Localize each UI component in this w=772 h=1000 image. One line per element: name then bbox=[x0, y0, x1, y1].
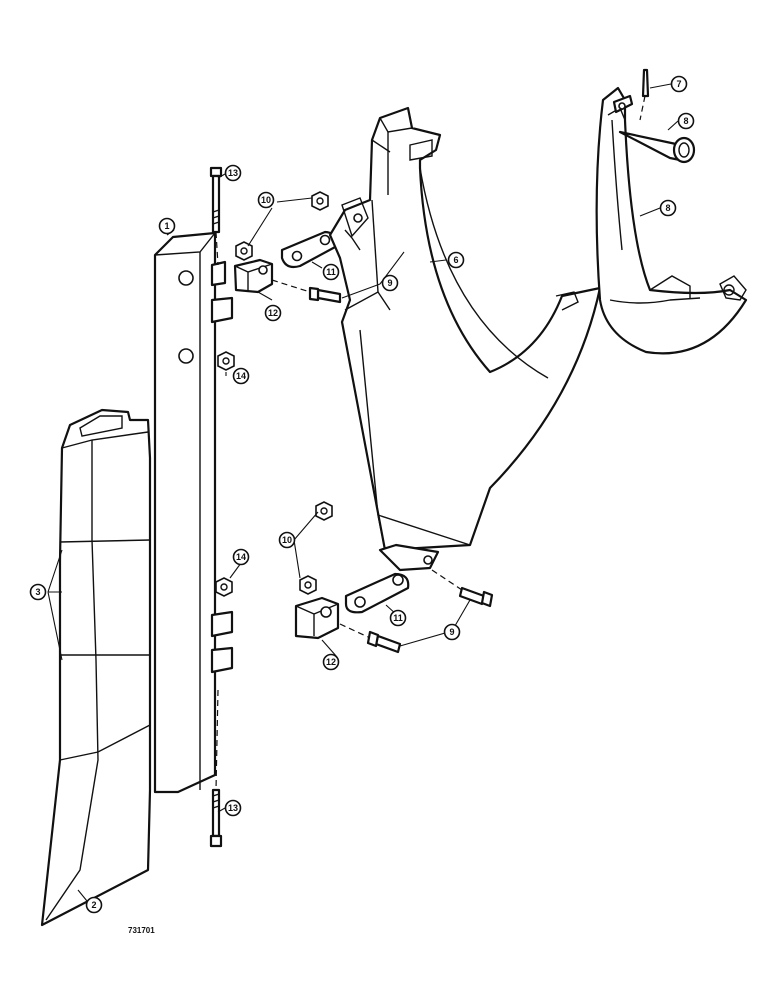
svg-text:9: 9 bbox=[387, 278, 392, 288]
svg-text:3: 3 bbox=[35, 587, 40, 597]
callout-13-lower: 13 bbox=[224, 799, 242, 817]
svg-text:10: 10 bbox=[261, 195, 271, 205]
svg-text:11: 11 bbox=[326, 267, 336, 277]
upper-bolt-b bbox=[271, 279, 342, 304]
svg-text:14: 14 bbox=[236, 371, 246, 381]
callout-9-upper: 9 bbox=[381, 274, 399, 292]
deflector-shield bbox=[595, 86, 748, 355]
svg-text:10: 10 bbox=[282, 535, 292, 545]
lower-nut-a bbox=[315, 501, 333, 521]
figure-id: 731701 bbox=[128, 926, 155, 935]
upper-nut-a bbox=[235, 241, 253, 261]
svg-text:6: 6 bbox=[453, 255, 458, 265]
callout-10-upper: 10 bbox=[257, 191, 275, 209]
callout-8-upper: 8 bbox=[677, 112, 695, 130]
svg-text:7: 7 bbox=[676, 79, 681, 89]
svg-text:13: 13 bbox=[228, 803, 238, 813]
callout-9-lower: 9 bbox=[443, 623, 461, 641]
lower-bolt-a bbox=[431, 569, 494, 608]
callout-12-lower: 12 bbox=[322, 653, 340, 671]
svg-text:11: 11 bbox=[393, 613, 403, 623]
callout-14-lower: 14 bbox=[232, 548, 250, 566]
upper-link bbox=[280, 230, 339, 269]
callout-6: 6 bbox=[447, 251, 465, 269]
shank bbox=[153, 231, 234, 794]
callout-11-lower: 11 bbox=[389, 609, 407, 627]
shank-hole-upper bbox=[178, 270, 194, 286]
svg-text:12: 12 bbox=[326, 657, 336, 667]
callout-11-upper: 11 bbox=[322, 263, 340, 281]
upper-clamp-block bbox=[233, 258, 274, 294]
nut-lower-shank bbox=[215, 577, 233, 597]
svg-text:1: 1 bbox=[164, 221, 169, 231]
shin-assembly bbox=[40, 408, 152, 927]
cotter-pin bbox=[639, 68, 650, 121]
lower-nut-b bbox=[299, 575, 317, 595]
svg-text:2: 2 bbox=[91, 900, 96, 910]
lower-clamp-block bbox=[294, 596, 340, 640]
callout-14-upper: 14 bbox=[232, 367, 250, 385]
callout-1: 1 bbox=[158, 217, 176, 235]
callout-2: 2 bbox=[85, 896, 103, 914]
upper-nut-b bbox=[311, 191, 329, 211]
svg-text:8: 8 bbox=[683, 116, 688, 126]
svg-text:14: 14 bbox=[236, 552, 246, 562]
svg-text:9: 9 bbox=[449, 627, 454, 637]
callout-12-upper: 12 bbox=[264, 304, 282, 322]
callout-13-upper: 13 bbox=[224, 164, 242, 182]
svg-text:8: 8 bbox=[665, 203, 670, 213]
bolt-lower bbox=[209, 689, 223, 848]
callout-7: 7 bbox=[670, 75, 688, 93]
shank-hole-lower bbox=[178, 348, 194, 364]
lower-bolt-b bbox=[339, 623, 402, 654]
standard-frame bbox=[328, 106, 602, 572]
svg-text:13: 13 bbox=[228, 168, 238, 178]
nut-upper-shank bbox=[217, 351, 235, 371]
callout-8-lower: 8 bbox=[659, 199, 677, 217]
callout-10-lower: 10 bbox=[278, 531, 296, 549]
lower-link bbox=[344, 572, 410, 614]
svg-text:12: 12 bbox=[268, 308, 278, 318]
callout-3: 3 bbox=[29, 583, 47, 601]
retaining-pin bbox=[612, 94, 696, 164]
